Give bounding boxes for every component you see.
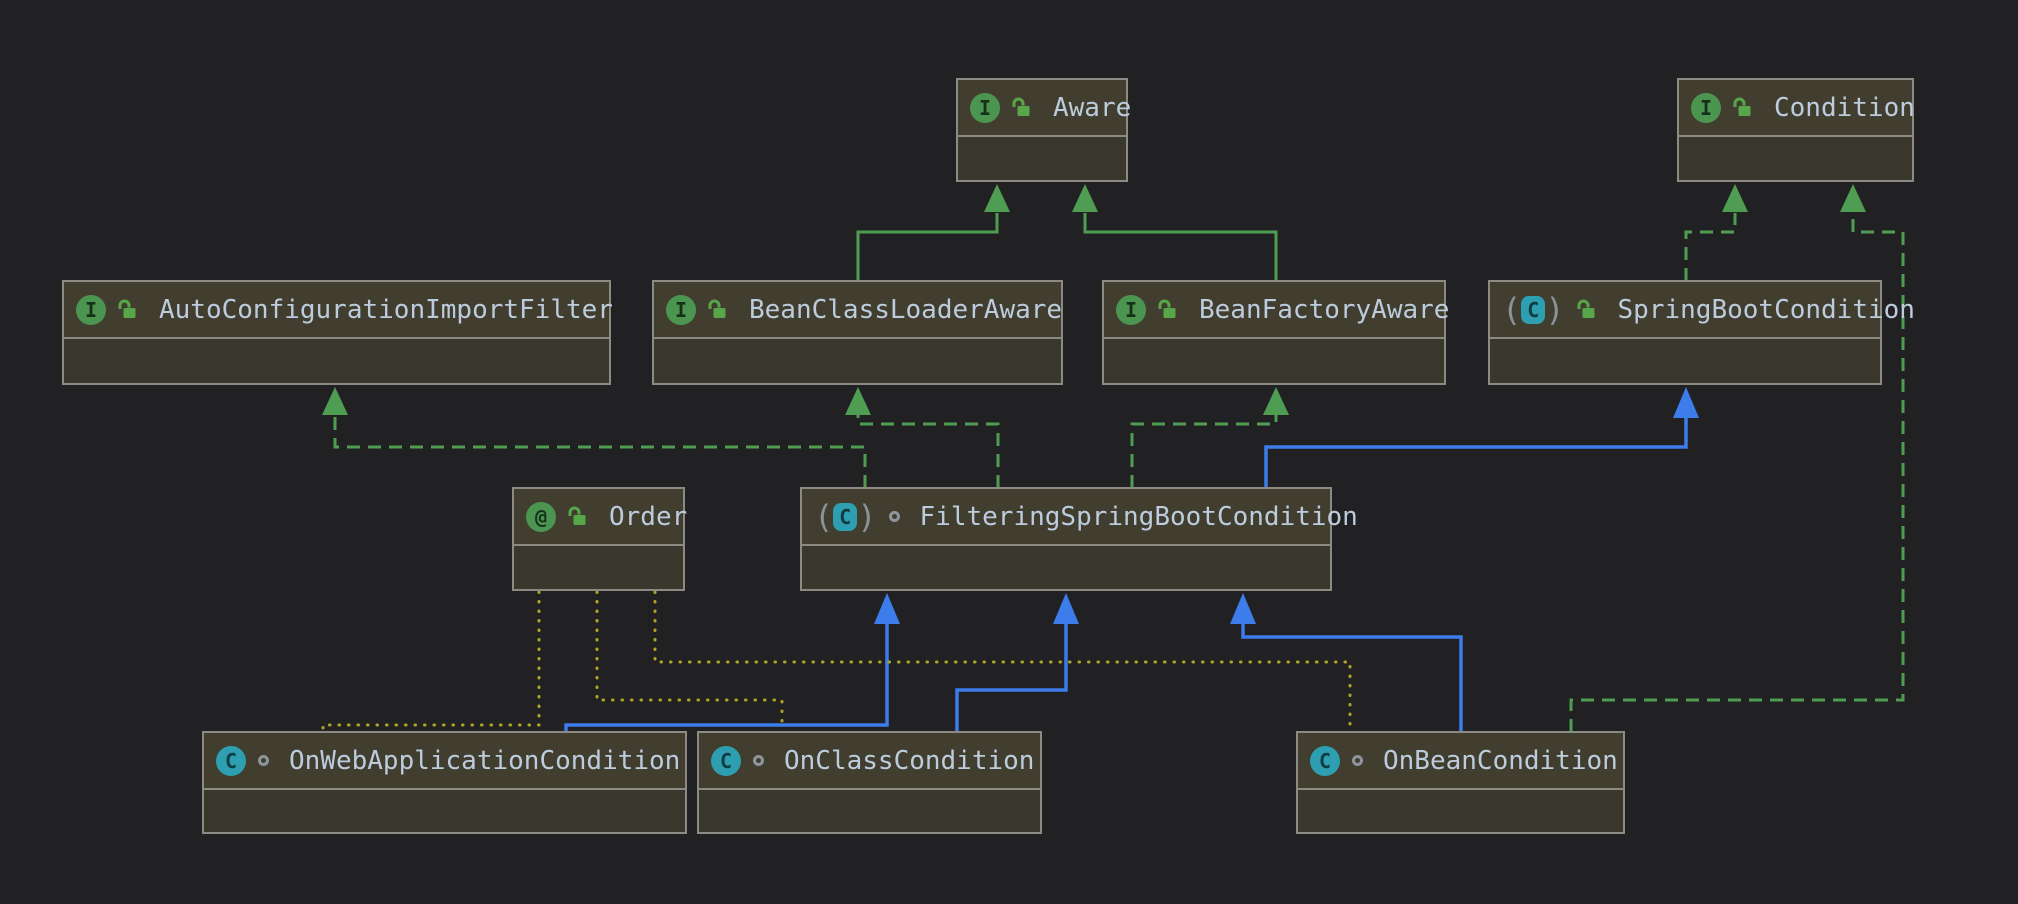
class-node-owac[interactable]: C OnWebApplicationCondition bbox=[202, 731, 687, 834]
edge-bcla-aware bbox=[856, 184, 1010, 281]
interface-icon: I bbox=[1116, 294, 1146, 325]
node-label: SpringBootCondition bbox=[1617, 294, 1915, 325]
lock-icon bbox=[118, 299, 136, 318]
paren-right: ) bbox=[1545, 290, 1565, 329]
class-node-order[interactable]: @ Order bbox=[512, 487, 687, 591]
lock-icon bbox=[708, 299, 726, 318]
node-label: Aware bbox=[1053, 92, 1132, 123]
node-label: Order bbox=[609, 501, 688, 532]
edge-fsbc-sbc bbox=[1264, 387, 1699, 488]
lock-icon bbox=[1012, 97, 1030, 116]
edge-bfa-aware bbox=[1072, 184, 1278, 281]
interface-icon: I bbox=[76, 294, 106, 325]
node-label: FilteringSpringBootCondition bbox=[919, 501, 1358, 532]
paren-left: ( bbox=[1502, 290, 1522, 329]
paren-left: ( bbox=[814, 497, 834, 536]
node-header: C OnClassCondition bbox=[699, 733, 1040, 790]
edge-obc-condition bbox=[1569, 184, 1905, 732]
arrowhead bbox=[1722, 184, 1748, 212]
interface-icon: I bbox=[666, 294, 696, 325]
class-icon: C bbox=[711, 745, 741, 776]
node-header: C OnWebApplicationCondition bbox=[204, 733, 685, 790]
package-private-icon bbox=[753, 755, 764, 766]
edge-fsbc-bcla bbox=[845, 387, 1000, 488]
package-private-icon bbox=[258, 755, 269, 766]
arrowhead bbox=[1673, 387, 1699, 418]
node-header: I Aware bbox=[958, 80, 1131, 137]
edge-fsbc-bfa bbox=[1130, 387, 1289, 488]
paren-right: ) bbox=[857, 497, 877, 536]
class-icon: C bbox=[1310, 745, 1340, 776]
arrowhead bbox=[322, 387, 348, 415]
arrowhead bbox=[1840, 184, 1866, 212]
class-node-bcla[interactable]: I BeanClassLoaderAware bbox=[652, 280, 1063, 385]
abstract-class-icon: (C) bbox=[814, 497, 877, 536]
package-private-icon bbox=[1352, 755, 1363, 766]
edge-sbc-condition bbox=[1684, 184, 1748, 281]
interface-icon: I bbox=[970, 92, 1000, 123]
lock-icon bbox=[1733, 97, 1751, 116]
node-header: @ Order bbox=[514, 489, 687, 546]
node-header: I BeanClassLoaderAware bbox=[654, 282, 1063, 339]
node-label: OnWebApplicationCondition bbox=[289, 745, 681, 776]
node-label: Condition bbox=[1774, 92, 1915, 123]
node-header: I Condition bbox=[1679, 80, 1915, 137]
edge-fsbc-acif bbox=[322, 387, 867, 488]
class-node-obc[interactable]: C OnBeanCondition bbox=[1296, 731, 1625, 834]
arrowhead bbox=[1072, 184, 1098, 212]
annotation-icon: @ bbox=[526, 501, 556, 532]
class-icon: C bbox=[216, 745, 246, 776]
edge-order-owac bbox=[321, 590, 541, 732]
lock-icon bbox=[568, 506, 586, 525]
node-label: BeanClassLoaderAware bbox=[749, 294, 1063, 325]
package-private-icon bbox=[888, 511, 900, 522]
class-node-occ[interactable]: C OnClassCondition bbox=[697, 731, 1042, 834]
arrowhead bbox=[1230, 593, 1256, 624]
class-node-bfa[interactable]: I BeanFactoryAware bbox=[1102, 280, 1449, 385]
arrowhead bbox=[1053, 593, 1079, 624]
arrowhead bbox=[874, 593, 900, 624]
node-label: BeanFactoryAware bbox=[1199, 294, 1450, 325]
node-label: AutoConfigurationImportFilter bbox=[159, 294, 613, 325]
class-node-acif[interactable]: I AutoConfigurationImportFilter bbox=[62, 280, 613, 385]
edge-order-occ bbox=[595, 590, 784, 732]
node-label: OnClassCondition bbox=[784, 745, 1035, 776]
node-header: (C) SpringBootCondition bbox=[1490, 282, 1915, 339]
node-header: I BeanFactoryAware bbox=[1104, 282, 1449, 339]
lock-icon bbox=[1158, 299, 1176, 318]
arrowhead bbox=[845, 387, 871, 415]
edge-obc-fsbc bbox=[1230, 593, 1463, 732]
node-header: (C) FilteringSpringBootCondition bbox=[802, 489, 1358, 546]
edge-occ-fsbc bbox=[955, 593, 1079, 732]
node-label: OnBeanCondition bbox=[1383, 745, 1618, 776]
abstract-class-icon: (C) bbox=[1502, 290, 1565, 329]
interface-icon: I bbox=[1691, 92, 1721, 123]
node-header: I AutoConfigurationImportFilter bbox=[64, 282, 613, 339]
class-node-aware[interactable]: I Aware bbox=[956, 78, 1131, 182]
class-node-sbc[interactable]: (C) SpringBootCondition bbox=[1488, 280, 1915, 385]
node-header: C OnBeanCondition bbox=[1298, 733, 1623, 790]
edge-owac-fsbc bbox=[564, 593, 900, 732]
class-node-fsbc[interactable]: (C) FilteringSpringBootCondition bbox=[800, 487, 1358, 591]
class-node-condition[interactable]: I Condition bbox=[1677, 78, 1915, 182]
arrowhead bbox=[1263, 387, 1289, 415]
arrowhead bbox=[984, 184, 1010, 212]
lock-icon bbox=[1577, 299, 1595, 318]
edge-order-obc bbox=[653, 590, 1352, 732]
